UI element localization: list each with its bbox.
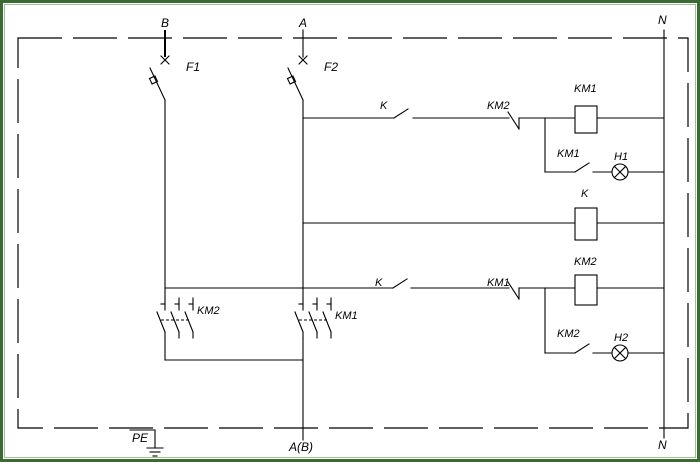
km2-aux-contact bbox=[574, 343, 590, 354]
k-coil-label: K bbox=[581, 188, 589, 200]
terminal-pe-label: PE bbox=[132, 431, 149, 445]
h1-lamp-label: H1 bbox=[614, 151, 628, 163]
rung3-km1-nc-contact bbox=[507, 281, 520, 300]
rung1-km2-nc-contact bbox=[507, 111, 520, 130]
ground-icon bbox=[129, 429, 164, 457]
terminal-ab-label: A(B) bbox=[288, 440, 313, 454]
inner-frame bbox=[4, 4, 696, 458]
terminal-a-label: A bbox=[298, 16, 307, 30]
rung1-km2-contact-label: KM2 bbox=[487, 100, 510, 112]
enclosure-boundary bbox=[17, 37, 689, 429]
km2-pole-1 bbox=[156, 297, 166, 339]
km1-pole-2 bbox=[308, 297, 318, 339]
rung3-k-contact-label: K bbox=[375, 277, 383, 289]
km2-pole-2 bbox=[170, 297, 180, 339]
terminal-b-label: B bbox=[161, 16, 169, 30]
km2-coil bbox=[574, 274, 598, 306]
h2-lamp-icon bbox=[611, 344, 629, 362]
km2-power-contacts bbox=[156, 297, 194, 339]
rung1-k-contact-label: K bbox=[380, 100, 388, 112]
km1-group-label: KM1 bbox=[335, 310, 358, 322]
terminal-n-bottom-label: N bbox=[658, 438, 667, 452]
breaker-f2-label: F2 bbox=[324, 60, 338, 74]
breaker-f1-label: F1 bbox=[186, 60, 200, 74]
km1-coil-label: KM1 bbox=[574, 83, 597, 95]
h1-lamp-icon bbox=[611, 163, 629, 181]
km2-aux-contact-label: KM2 bbox=[557, 328, 580, 340]
km2-pole-3 bbox=[184, 297, 194, 339]
rung1-k-contact bbox=[393, 108, 409, 119]
km1-aux-contact bbox=[574, 162, 590, 173]
km1-pole-1 bbox=[294, 297, 304, 339]
km1-aux-contact-label: KM1 bbox=[557, 148, 580, 160]
km2-coil-label: KM2 bbox=[574, 256, 597, 268]
terminal-n-top-label: N bbox=[658, 13, 667, 27]
breaker-f1 bbox=[148, 55, 170, 101]
rung3-km1-contact-label: KM1 bbox=[487, 277, 510, 289]
h2-lamp-label: H2 bbox=[614, 332, 628, 344]
km1-power-contacts bbox=[294, 297, 332, 339]
km1-pole-3 bbox=[322, 297, 332, 339]
breaker-f2 bbox=[286, 55, 308, 101]
k-coil bbox=[574, 207, 598, 241]
rung3-k-contact bbox=[392, 278, 408, 289]
km2-group-label: KM2 bbox=[197, 305, 220, 317]
km1-coil bbox=[574, 105, 598, 134]
